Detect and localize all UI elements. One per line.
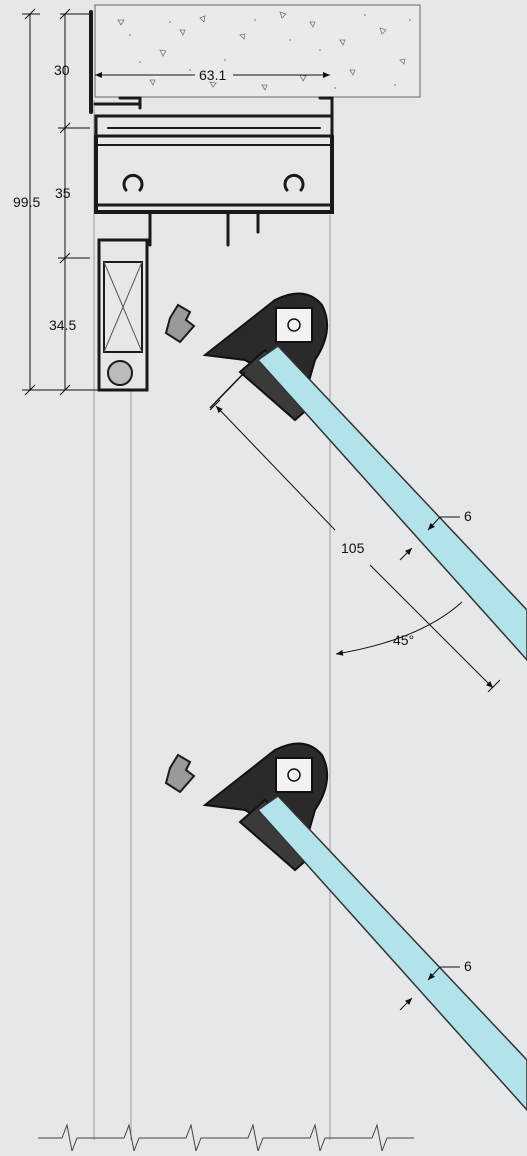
top-segment-label: 30 xyxy=(54,62,70,78)
blade-angle-label: 45° xyxy=(393,632,414,648)
concrete-slab xyxy=(94,4,421,98)
head-depth-label: 63.1 xyxy=(199,67,226,83)
glass-blade-lower xyxy=(256,795,527,1112)
vertical-dimensions xyxy=(22,8,130,396)
overall-height-label: 99.5 xyxy=(13,194,40,210)
blade-width-label: 105 xyxy=(341,540,365,556)
break-line xyxy=(38,1123,414,1153)
reference-lines xyxy=(93,100,331,1140)
middle-segment-label: 35 xyxy=(55,185,71,201)
glass-blade-upper xyxy=(256,345,527,662)
angle-arc xyxy=(335,601,463,656)
side-channel xyxy=(97,238,149,392)
glass-thickness-upper-label: 6 xyxy=(464,508,472,524)
bottom-segment-label: 34.5 xyxy=(49,317,76,333)
glass-thickness-leaders xyxy=(399,516,460,1011)
blade-width-dimension-line xyxy=(209,399,501,693)
head-frame-profile xyxy=(89,10,334,247)
glass-thickness-lower-label: 6 xyxy=(464,958,472,974)
